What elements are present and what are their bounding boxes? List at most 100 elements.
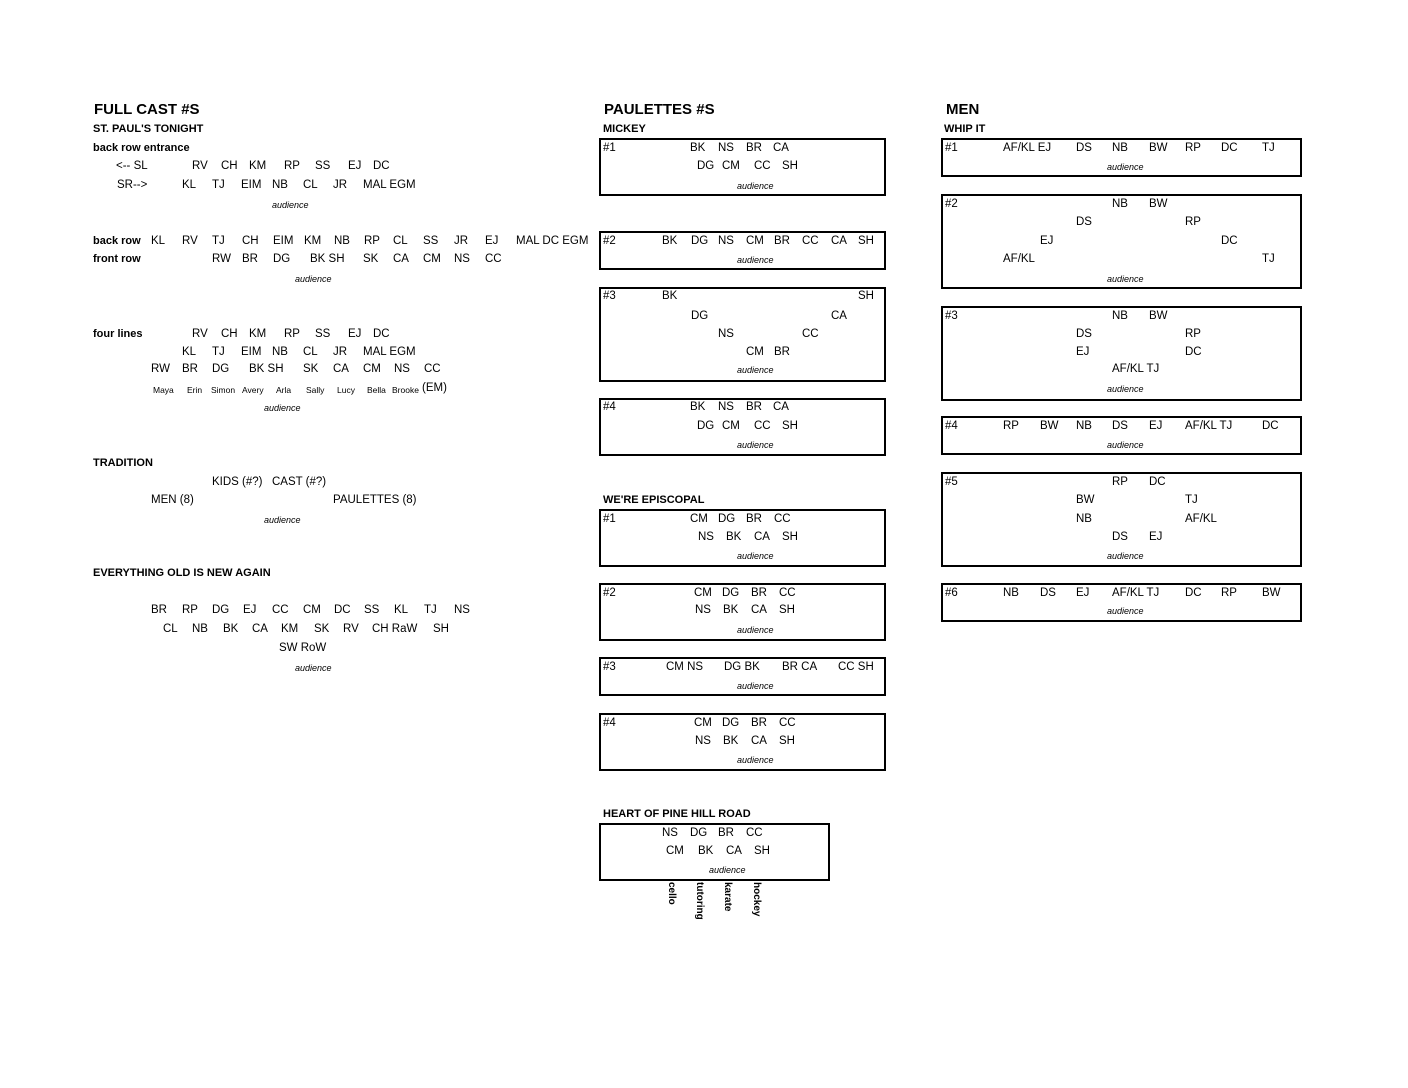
audience-label: audience [295, 274, 332, 284]
cast-tag: TJ [212, 235, 225, 247]
cast-tag: DC [1185, 587, 1202, 599]
cast-tag: DC [334, 604, 351, 616]
cast-tag: CC [754, 420, 771, 432]
cast-tag: CA [754, 531, 770, 543]
cast-tag: CM [690, 513, 708, 525]
formation-box [599, 287, 886, 382]
cast-tag: RP [1185, 328, 1201, 340]
cast-tag: SS [364, 604, 380, 616]
cast-tag: DC [373, 328, 390, 340]
cast-tag: BK [690, 142, 706, 154]
cast-tag: SK [303, 363, 319, 375]
cast-tag: RV [343, 623, 359, 635]
cast-tag: KM [281, 623, 299, 635]
sr-label: SR--> [117, 179, 148, 191]
cast-tag: JR [333, 179, 348, 191]
kid-name: Bella [367, 385, 386, 395]
audience-label: audience [737, 365, 774, 375]
cast-tag: RP [1112, 476, 1128, 488]
cast-tag: BR [718, 827, 734, 839]
audience-label: audience [1107, 162, 1144, 172]
cast-tag: RP [284, 160, 300, 172]
cast-tag: BK [690, 401, 706, 413]
cast-tag: CA [252, 623, 268, 635]
cast-tag: NB [1112, 198, 1128, 210]
audience-label: audience [264, 403, 301, 413]
audience-label: audience [1107, 384, 1144, 394]
cast-tag: EJ [348, 160, 362, 172]
cast-tag: BK [662, 235, 678, 247]
audience-label: audience [272, 200, 309, 210]
cast-tag: BR [774, 346, 790, 358]
cast-tag: CC [802, 328, 819, 340]
formation-label: #1 [945, 142, 958, 154]
cast-tag: SH [858, 235, 874, 247]
four-lines-label: four lines [93, 328, 143, 340]
formation-label: #4 [603, 401, 616, 413]
cast-tag: CM NS [666, 661, 704, 673]
cast-tag: TJ [212, 346, 225, 358]
cast-tag: RV [192, 328, 208, 340]
kid-name: Avery [242, 385, 264, 395]
cast-tag: CC [779, 717, 796, 729]
formation-box [599, 713, 886, 771]
cast-tag: CM [722, 420, 740, 432]
cast-tag: DG [722, 717, 740, 729]
formation-box [941, 306, 1302, 401]
cast-tag: TJ [1262, 142, 1275, 154]
cast-tag: NS [662, 827, 678, 839]
formation-box [941, 416, 1302, 455]
cast-tag: BK [726, 531, 742, 543]
cast-tag: BR [151, 604, 167, 616]
formation-label: #2 [603, 587, 616, 599]
formation-box [941, 194, 1302, 289]
cast-tag: DG [212, 363, 230, 375]
cast-tag: EJ [1040, 235, 1054, 247]
cast-tag: RP [1221, 587, 1237, 599]
cast-tag: SH [782, 160, 798, 172]
cast-tag: SS [423, 235, 439, 247]
formation-box [599, 583, 886, 641]
cast-tag: MAL DC EGM [516, 235, 589, 247]
cast-tag: CH [242, 235, 259, 247]
cast-tag: BW [1040, 420, 1059, 432]
paulettes-heading: PAULETTES #S [604, 101, 715, 118]
cast-tag: SH [779, 735, 795, 747]
cast-tag: KL [394, 604, 409, 616]
cast-tag: CL [393, 235, 408, 247]
cast-tag: EJ [1076, 587, 1090, 599]
cast-tag: SH [782, 420, 798, 432]
cast-tag: NS [695, 735, 711, 747]
cast-tag: BR [751, 587, 767, 599]
audience-label: audience [737, 440, 774, 450]
cast-tag: CH [221, 160, 238, 172]
cast-tag: CH [221, 328, 238, 340]
cast-tag: DG [722, 587, 740, 599]
cast-tag: CM [363, 363, 381, 375]
cast-tag: RV [192, 160, 208, 172]
cast-tag: CA [333, 363, 349, 375]
formation-label: #1 [603, 513, 616, 525]
cast-tag: NS [454, 253, 470, 265]
cast-tag: TJ [1185, 494, 1198, 506]
men-group: MEN (8) [151, 494, 194, 506]
formation-box [599, 657, 886, 696]
cast-tag: CC [485, 253, 502, 265]
formation-box [599, 138, 886, 196]
audience-label: audience [737, 681, 774, 691]
cast-tag: CL [303, 179, 318, 191]
cast-tag: CC [424, 363, 441, 375]
cast-tag: CH RaW [372, 623, 418, 635]
entrance-label: back row entrance [93, 142, 190, 154]
cast-tag: CM [746, 235, 764, 247]
cast-tag: DS [1076, 216, 1092, 228]
cast-tag: CC SH [838, 661, 874, 673]
cast-tag: TJ [1262, 253, 1275, 265]
cast-tag: DG [690, 827, 708, 839]
audience-label: audience [1107, 440, 1144, 450]
everything-old-title: EVERYTHING OLD IS NEW AGAIN [93, 567, 271, 579]
cast-tag: TJ [212, 179, 225, 191]
cast-tag: CM [694, 587, 712, 599]
cast-tag: EJ [1149, 531, 1163, 543]
cast-tag: NB [272, 346, 288, 358]
